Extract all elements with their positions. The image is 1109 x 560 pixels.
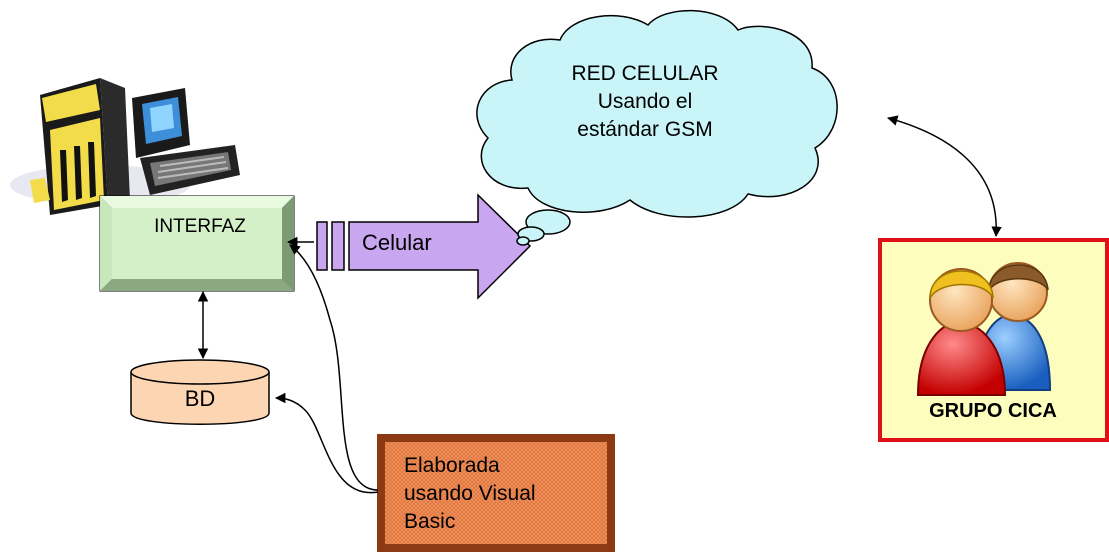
red-celular-label: RED CELULAR Usando el estándar GSM [540,60,750,144]
red-celular-line: estándar GSM [577,118,713,141]
visual-basic-label: Elaborada usando Visual Basic [404,452,574,536]
computer-clipart-icon [10,78,240,215]
interfaz-label: INTERFAZ [154,216,246,237]
red-celular-cloud [476,9,838,246]
celular-arrow [316,193,532,300]
red-celular-line: RED CELULAR [571,62,719,85]
visual-basic-line: usando Visual [404,482,536,505]
connector-vb-bd [274,392,379,494]
visual-basic-box [377,434,615,552]
connector-cloud-grupo [886,115,1002,238]
users-icon [916,262,1052,396]
celular-label: Celular [362,230,432,255]
connector-vb-interfaz [289,244,379,491]
red-celular-line: Usando el [597,90,693,113]
grupo-cica-label: GRUPO CICA [929,400,1057,422]
visual-basic-line: Basic [404,510,456,533]
bd-cylinder [130,359,270,425]
bd-label: BD [184,386,216,411]
interfaz-box [99,195,295,292]
visual-basic-line: Elaborada [404,454,500,477]
